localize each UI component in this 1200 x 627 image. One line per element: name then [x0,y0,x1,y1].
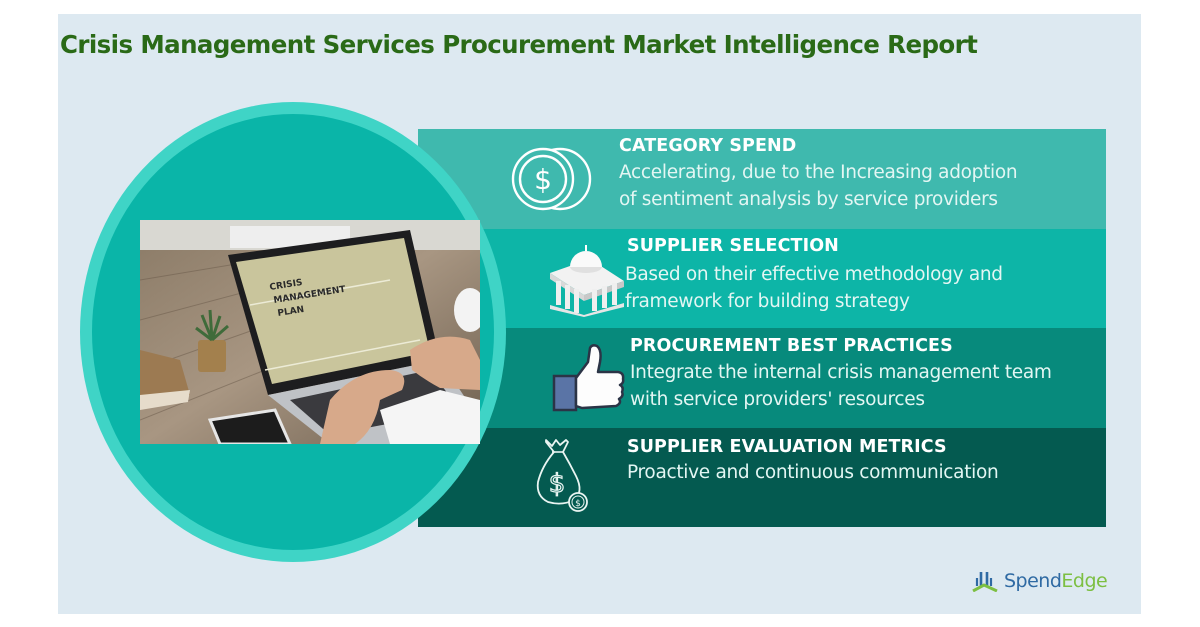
spendedge-logo: SpendEdge [972,570,1108,592]
section-heading: SUPPLIER EVALUATION METRICS [627,436,947,457]
section-text: Based on their effective methodology and… [625,261,1003,315]
section-text-line: of sentiment analysis by service provide… [619,189,998,210]
section-category-spend: $ CATEGORY SPEND Accelerating, due to th… [418,129,1106,229]
building-dome-icon [550,244,624,317]
section-text: Integrate the internal crisis management… [630,359,1052,413]
thumbs-up-icon [552,344,625,412]
logo-wordmark: SpendEdge [1004,570,1108,592]
section-text: Proactive and continuous communication [627,459,999,486]
laptop-photo-illustration: CRISIS MANAGEMENT PLAN [140,220,480,444]
section-text-line: with service providers' resources [630,389,925,410]
section-text-line: Accelerating, due to the Increasing adop… [619,162,1018,183]
section-text-line: Based on their effective methodology and [625,263,1003,285]
section-procurement-best-practices: PROCUREMENT BEST PRACTICES Integrate the… [418,328,1106,428]
section-heading: CATEGORY SPEND [619,136,797,156]
spendedge-logo-icon [972,572,998,592]
section-text-line: Proactive and continuous communication [627,461,999,483]
section-heading: SUPPLIER SELECTION [627,235,839,256]
logo-edge: Edge [1061,570,1108,592]
section-text-line: Integrate the internal crisis management… [630,362,1052,383]
laptop-photo: CRISIS MANAGEMENT PLAN [140,220,480,444]
svg-text:$: $ [575,499,581,509]
money-bag-icon: $ $ [536,438,588,512]
coins-dollar-icon: $ [511,147,592,211]
section-supplier-evaluation-metrics: $ $ SUPPLIER EVALUATION METRICS Proactiv… [418,427,1106,527]
section-supplier-selection: SUPPLIER SELECTION Based on their effect… [418,228,1106,328]
sections-list: $ CATEGORY SPEND Accelerating, due to th… [418,129,1106,527]
logo-spend: Spend [1004,570,1062,592]
section-text-line: framework for building strategy [625,290,910,312]
section-text: Accelerating, due to the Increasing adop… [619,159,1018,213]
section-heading: PROCUREMENT BEST PRACTICES [630,336,953,356]
page-title: Crisis Management Services Procurement M… [60,30,978,59]
svg-text:$: $ [549,469,566,499]
svg-text:$: $ [534,163,552,196]
svg-text:PLAN: PLAN [277,305,305,319]
infographic-panel: Crisis Management Services Procurement M… [58,14,1141,614]
